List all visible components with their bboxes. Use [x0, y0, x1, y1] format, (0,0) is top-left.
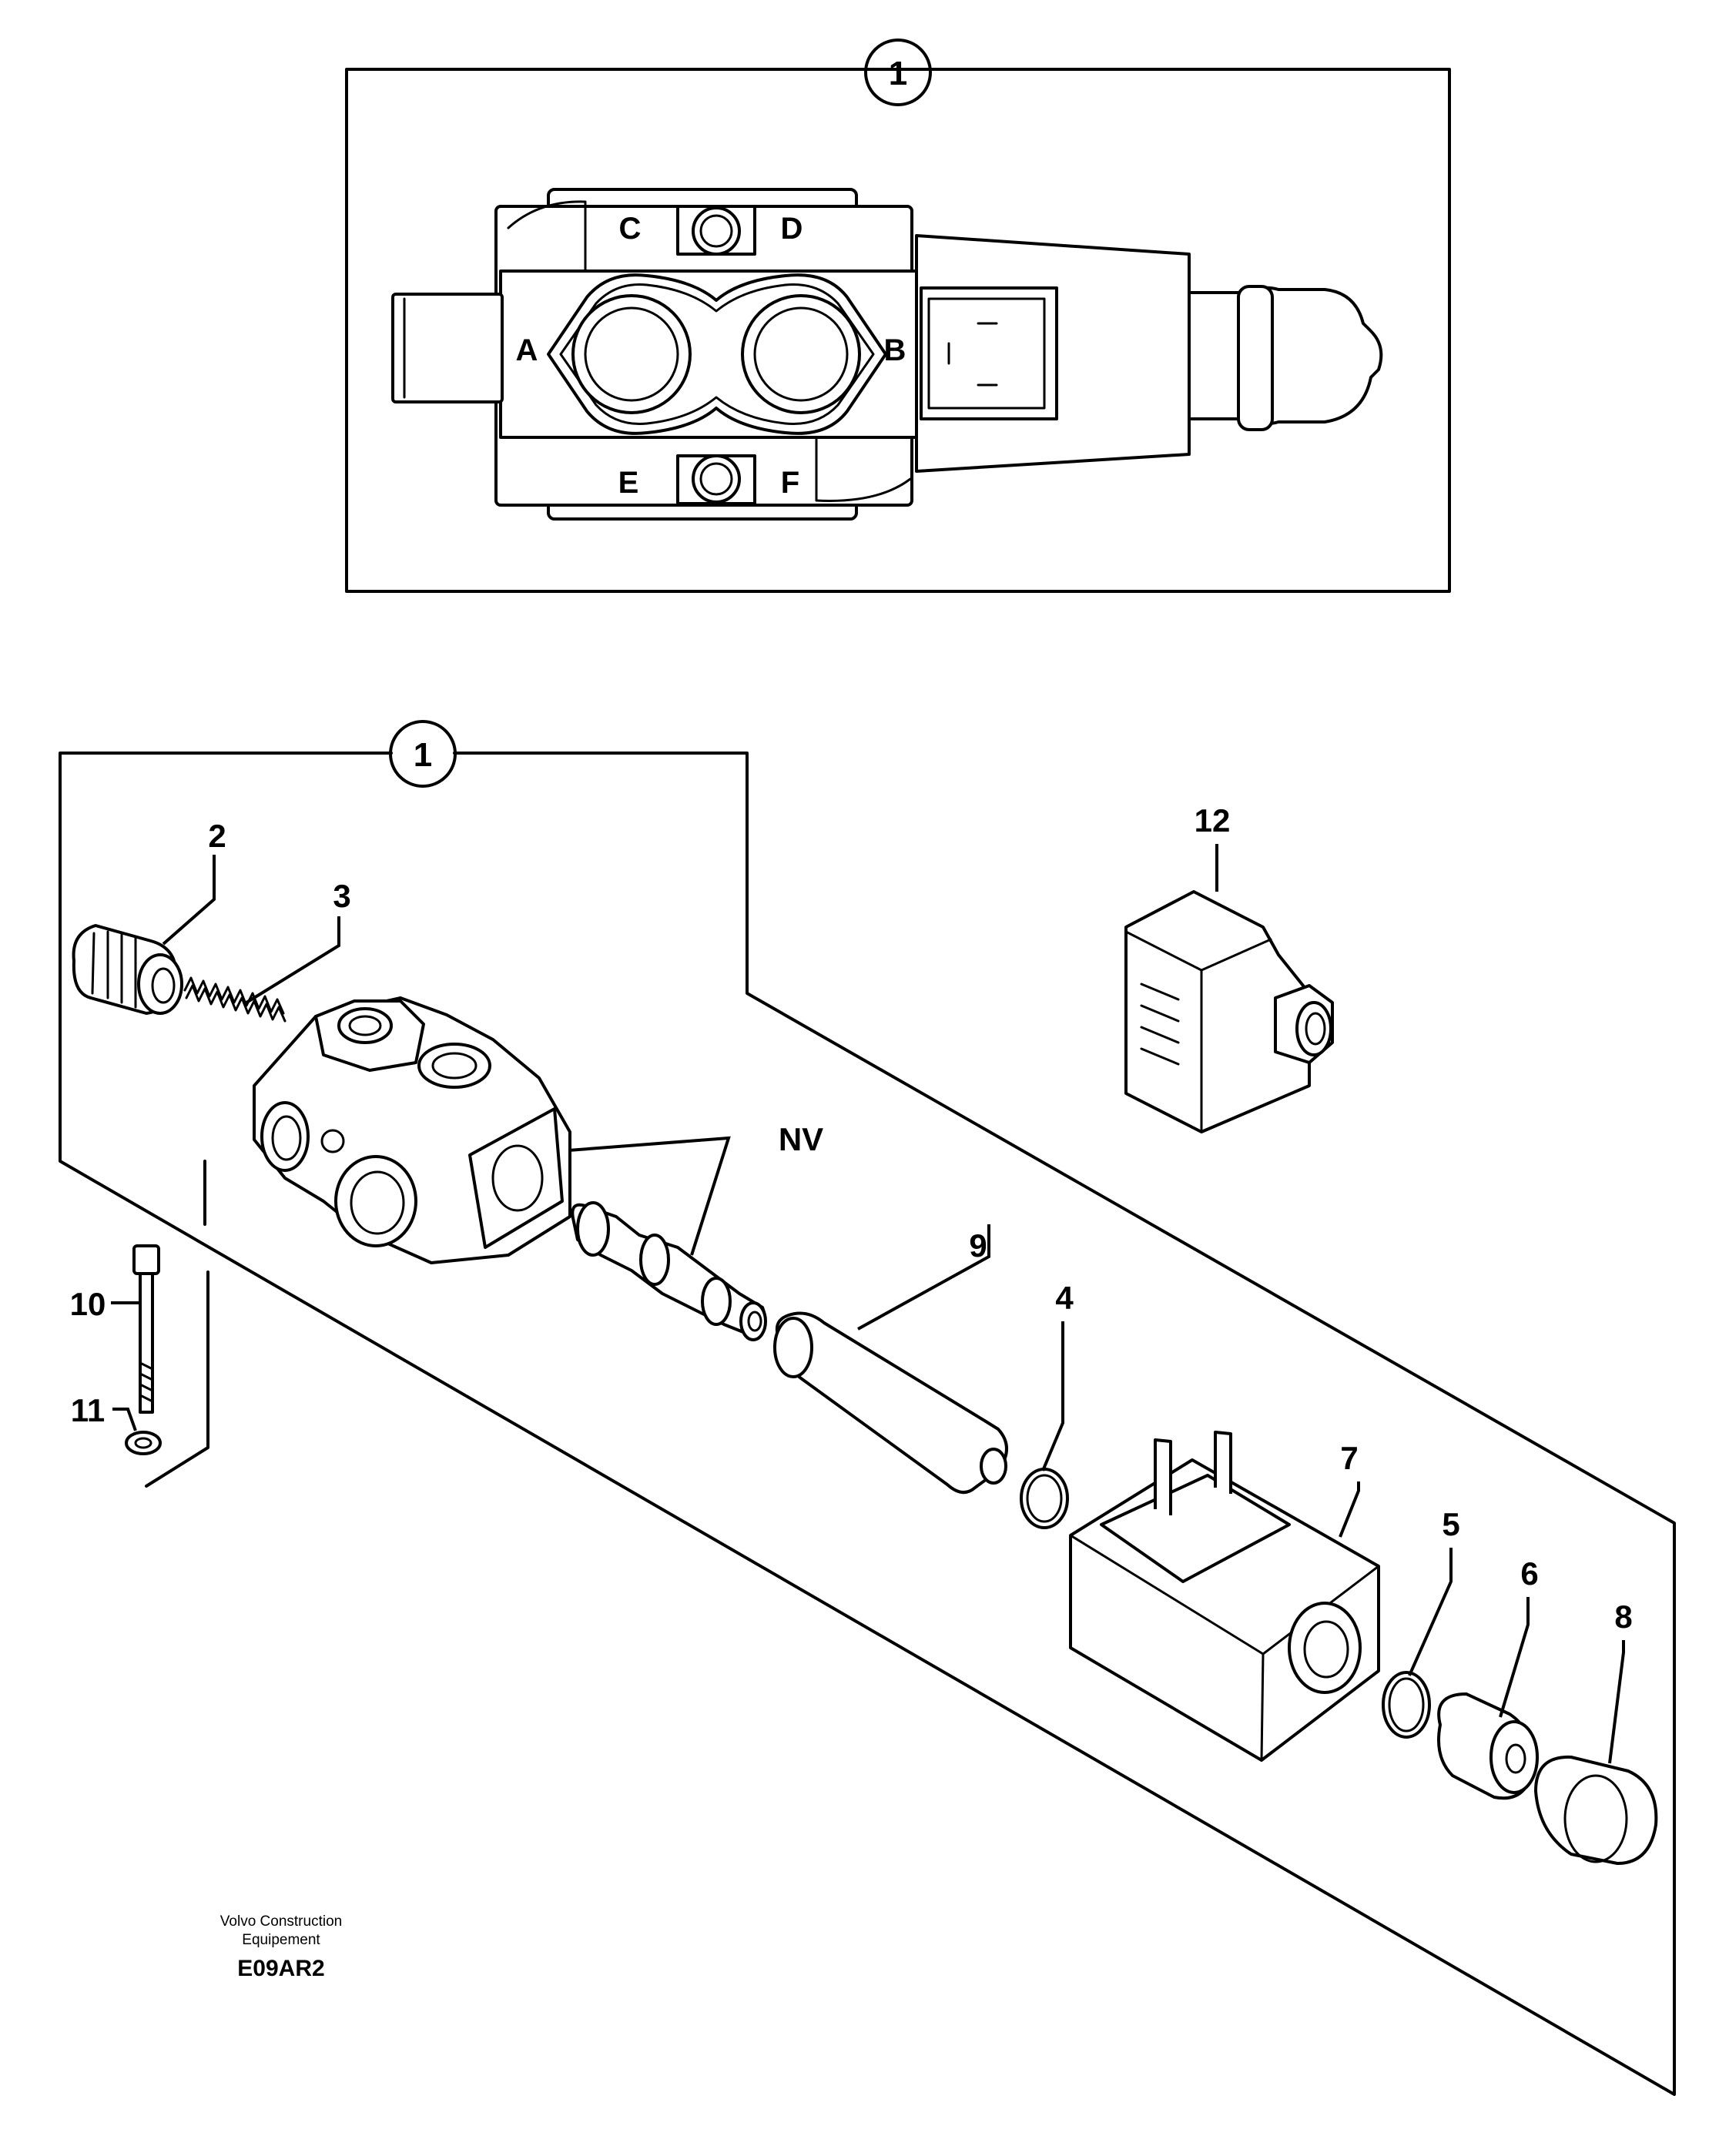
maker-line-2: Equipement: [242, 1932, 320, 1948]
part-12-connector: [1124, 890, 1334, 1133]
port-label-a: A: [516, 333, 538, 367]
exploded-view-callout-circle: [389, 720, 457, 788]
nv-leader: [568, 1136, 731, 1256]
top-view-callout-circle: [864, 38, 932, 106]
exploded-view-frame: [59, 752, 1676, 2096]
port-label-c: C: [619, 212, 642, 246]
port-label-d: D: [781, 212, 803, 246]
part-7-coil: [1069, 1431, 1380, 1762]
port-label-e: E: [618, 466, 639, 500]
nv-spool: [571, 1201, 767, 1341]
label-part-5: 5: [1442, 1506, 1459, 1542]
port-label-b: B: [884, 333, 906, 367]
part-8-end-cap: [1534, 1755, 1658, 1865]
part-11-washer: [125, 1431, 162, 1455]
maker-line-1: Volvo Construction: [219, 1913, 343, 1930]
part-4-o-ring: [1020, 1468, 1069, 1529]
label-part-3: 3: [333, 878, 350, 914]
label-part-10: 10: [70, 1286, 106, 1322]
label-part-4: 4: [1055, 1280, 1074, 1316]
footer-credit: Volvo Construction Equipement E09AR2: [185, 1913, 377, 1982]
drawing-code: E09AR2: [237, 1956, 325, 1981]
valve-body-exploded: [253, 996, 571, 1264]
label-part-12: 12: [1195, 802, 1231, 839]
part-2-cap: [72, 924, 183, 1015]
top-view-frame: [345, 68, 1451, 593]
top-view-callout-number: 1: [889, 55, 907, 92]
part-6-nut: [1437, 1692, 1539, 1800]
exploded-view-callout-number: 1: [414, 736, 432, 774]
part-3-spring: [183, 976, 286, 1023]
exploded-view-panel: 1: [59, 720, 1676, 2096]
label-nv: NV: [779, 1121, 823, 1157]
label-part-11: 11: [71, 1392, 105, 1428]
label-part-6: 6: [1520, 1555, 1538, 1592]
label-part-9: 9: [969, 1227, 987, 1264]
part-5-o-ring: [1382, 1671, 1431, 1739]
label-part-2: 2: [208, 818, 226, 854]
part-9-tube: [773, 1311, 1008, 1494]
valve-body-top: [391, 188, 1383, 521]
part-10-bolt: [132, 1244, 160, 1414]
port-label-f: F: [781, 466, 799, 500]
label-part-8: 8: [1614, 1599, 1632, 1635]
label-part-7: 7: [1340, 1440, 1358, 1476]
top-view-panel: 1: [345, 38, 1451, 593]
